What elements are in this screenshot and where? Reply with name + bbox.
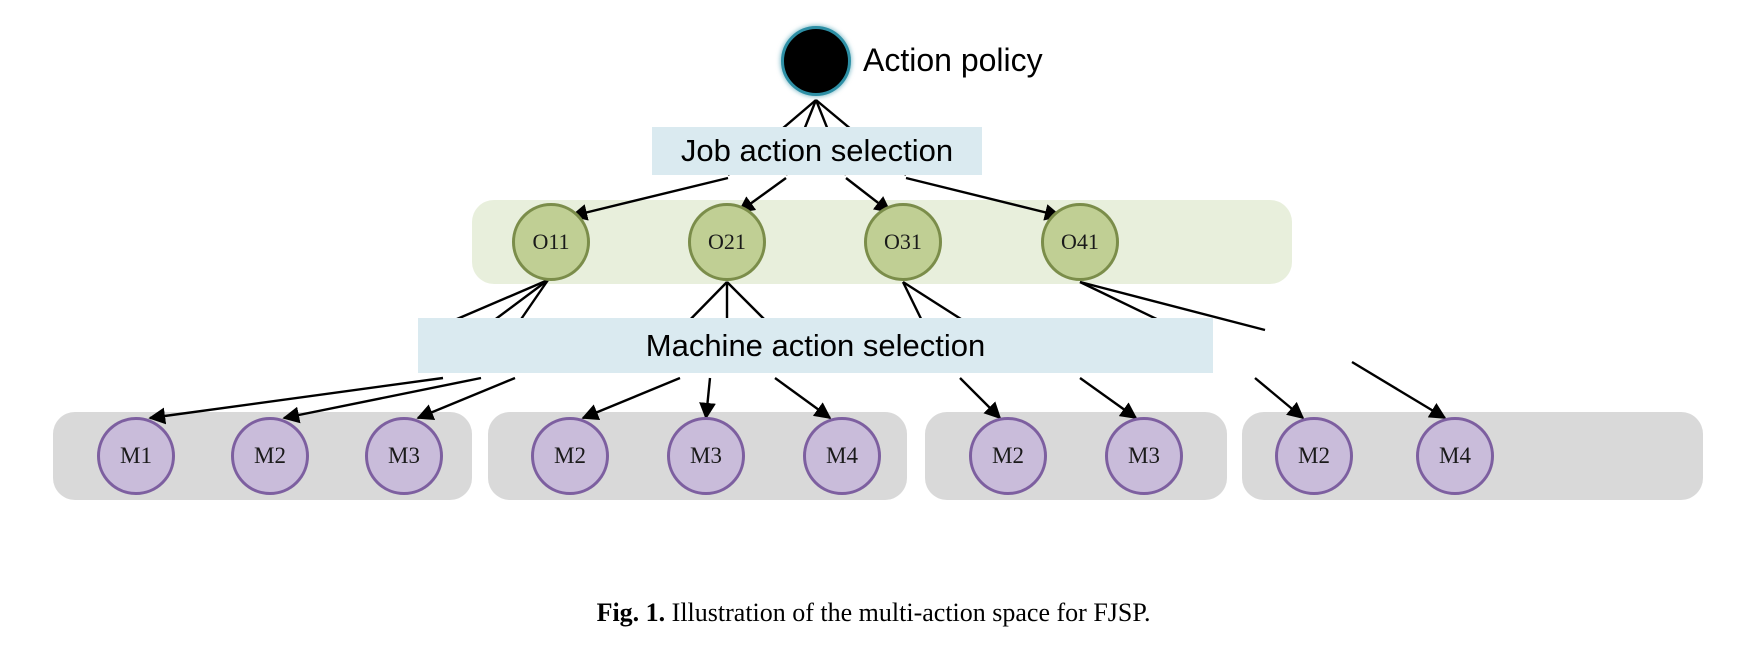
edge-machine-select-m4-g4 — [1351, 360, 1447, 420]
machine-node-g1-m3[interactable]: M3 — [365, 417, 443, 495]
machine-node-g3-m3[interactable]: M3 — [1105, 417, 1183, 495]
action-policy-node[interactable] — [781, 26, 851, 96]
machine-node-g4-m4[interactable]: M4 — [1416, 417, 1494, 495]
job-action-selection-box[interactable]: Job action selection — [652, 127, 982, 175]
machine-node-g1-m1[interactable]: M1 — [97, 417, 175, 495]
operation-node-o41[interactable]: O41 — [1041, 203, 1119, 281]
figure-caption: Fig. 1. Illustration of the multi-action… — [0, 598, 1747, 628]
operation-node-o21[interactable]: O21 — [688, 203, 766, 281]
machine-node-g2-m3[interactable]: M3 — [667, 417, 745, 495]
figure-caption-tag: Fig. 1. — [596, 598, 666, 627]
operation-node-o11[interactable]: O11 — [512, 203, 590, 281]
machine-node-g3-m2[interactable]: M2 — [969, 417, 1047, 495]
machine-node-g2-m2[interactable]: M2 — [531, 417, 609, 495]
machine-node-g2-m4[interactable]: M4 — [803, 417, 881, 495]
machine-node-g4-m2[interactable]: M2 — [1275, 417, 1353, 495]
machine-node-g1-m2[interactable]: M2 — [231, 417, 309, 495]
machine-action-selection-box[interactable]: Machine action selection — [418, 318, 1213, 373]
operation-node-o31[interactable]: O31 — [864, 203, 942, 281]
action-policy-label: Action policy — [863, 42, 1043, 78]
figure-caption-text: Illustration of the multi-action space f… — [671, 598, 1151, 627]
